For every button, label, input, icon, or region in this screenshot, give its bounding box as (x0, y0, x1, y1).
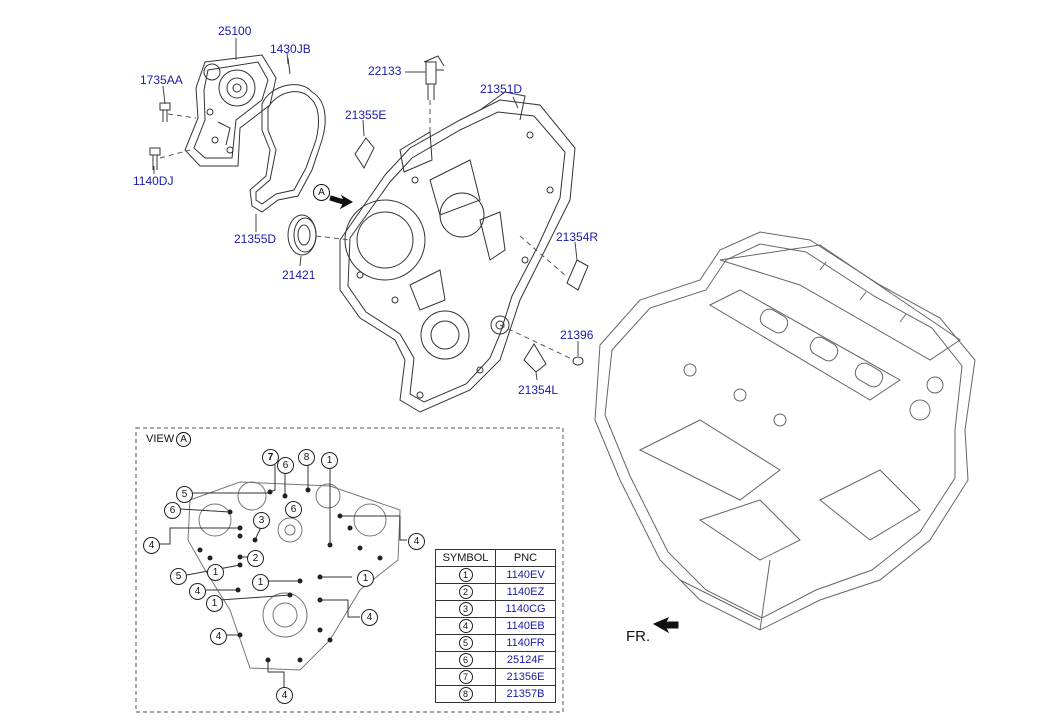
gasket-21355e-drawing (354, 137, 375, 170)
bolt-1140dj-drawing (149, 147, 161, 170)
gasket-21355d-drawing (249, 84, 326, 213)
callout-4: 4 (210, 628, 227, 645)
view-label: VIEW (146, 433, 175, 445)
part-label-25100[interactable]: 25100 (218, 24, 252, 38)
view-arrow (329, 194, 354, 210)
table-row: 8 21357B (435, 685, 556, 703)
bolt-1735aa-drawing (159, 102, 171, 122)
part-label-21421[interactable]: 21421 (282, 268, 316, 282)
symbol-number: 3 (458, 602, 473, 616)
callout-5: 5 (170, 568, 187, 585)
timing-cover-drawing (339, 91, 576, 413)
table-row: 7 21356E (435, 668, 556, 686)
oring-21396-drawing (572, 356, 584, 366)
view-a-frame (135, 427, 564, 713)
symbol-cell: 4 (435, 617, 496, 635)
callout-7: 7 (262, 449, 279, 466)
view-a-marker: A (313, 184, 330, 201)
callout-1: 1 (357, 570, 374, 587)
symbol-cell: 7 (435, 668, 496, 686)
symbol-cell: 5 (435, 634, 496, 652)
symbol-number: 8 (458, 687, 473, 701)
callout-6: 6 (277, 457, 294, 474)
table-row: 3 1140CG (435, 600, 556, 618)
part-label-21396[interactable]: 21396 (560, 328, 594, 342)
column-header-symbol: SYMBOL (435, 549, 496, 567)
pnc-cell[interactable]: 1140CG (495, 600, 556, 618)
pnc-cell[interactable]: 21356E (495, 668, 556, 686)
callout-4: 4 (143, 537, 160, 554)
part-label-22133[interactable]: 22133 (368, 64, 402, 78)
column-header-pnc: PNC (495, 549, 556, 567)
table-row: 6 25124F (435, 651, 556, 669)
pnc-cell[interactable]: 21357B (495, 685, 556, 703)
sensor-22133-drawing (423, 55, 445, 100)
oil-seal-21421-drawing (287, 214, 317, 256)
symbol-cell: 2 (435, 583, 496, 601)
callout-4: 4 (408, 533, 425, 550)
symbol-cell: 1 (435, 566, 496, 584)
part-label-21354r[interactable]: 21354R (556, 230, 599, 244)
front-arrow (652, 617, 679, 634)
pnc-cell[interactable]: 25124F (495, 651, 556, 669)
pnc-cell[interactable]: 1140EB (495, 617, 556, 635)
part-label-21351d[interactable]: 21351D (480, 82, 523, 96)
table-row: 1 1140EV (435, 566, 556, 584)
callout-3: 3 (253, 512, 270, 529)
callout-4: 4 (361, 609, 378, 626)
pnc-cell[interactable]: 1140FR (495, 634, 556, 652)
table-row: 2 1140EZ (435, 583, 556, 601)
symbol-number: 4 (458, 619, 473, 633)
part-label-21354l[interactable]: 21354L (518, 383, 559, 397)
gasket-21354r-drawing (566, 259, 589, 291)
symbol-cell: 6 (435, 651, 496, 669)
symbol-pnc-table: SYMBOL PNC 1 1140EV 2 1140EZ 3 1140CG 4 … (435, 549, 556, 703)
symbol-cell: 8 (435, 685, 496, 703)
part-label-21355d[interactable]: 21355D (234, 232, 277, 246)
callout-1: 1 (321, 452, 338, 469)
callout-1: 1 (206, 595, 223, 612)
symbol-number: 1 (458, 568, 473, 582)
symbol-number: 6 (458, 653, 473, 667)
front-direction-label: FR. (626, 628, 651, 645)
callout-8: 8 (298, 449, 315, 466)
symbol-number: 7 (458, 670, 473, 684)
symbol-number: 2 (458, 585, 473, 599)
callout-6: 6 (164, 502, 181, 519)
table-header-row: SYMBOL PNC (435, 549, 556, 567)
callout-6: 6 (285, 501, 302, 518)
symbol-number: 5 (458, 636, 473, 650)
water-pump-drawing (184, 54, 277, 167)
part-label-1430jb[interactable]: 1430JB (270, 42, 311, 56)
view-marker-circle: A (176, 432, 192, 447)
callout-4: 4 (189, 583, 206, 600)
engine-block-drawing (594, 231, 976, 631)
table-row: 4 1140EB (435, 617, 556, 635)
part-label-21355e[interactable]: 21355E (345, 108, 387, 122)
callout-1: 1 (207, 564, 224, 581)
callout-4: 4 (276, 687, 293, 704)
part-label-1140dj[interactable]: 1140DJ (133, 174, 174, 188)
callout-5: 5 (176, 486, 193, 503)
callout-1: 1 (252, 574, 269, 591)
symbol-cell: 3 (435, 600, 496, 618)
pnc-cell[interactable]: 1140EZ (495, 583, 556, 601)
pnc-cell[interactable]: 1140EV (495, 566, 556, 584)
callout-2: 2 (247, 550, 264, 567)
table-row: 5 1140FR (435, 634, 556, 652)
gasket-21354l-drawing (523, 343, 547, 373)
part-label-1735aa[interactable]: 1735AA (140, 73, 183, 87)
